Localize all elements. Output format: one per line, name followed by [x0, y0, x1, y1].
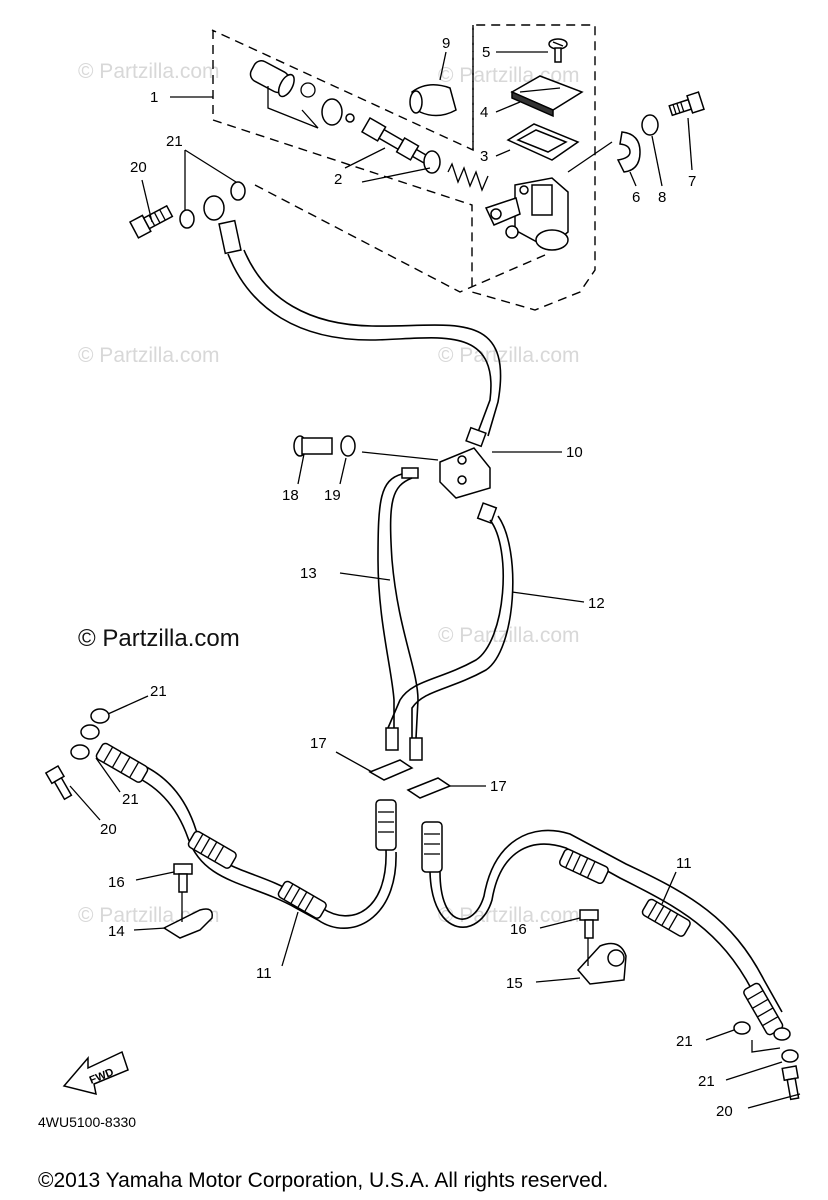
callout-3: 3: [480, 148, 488, 165]
callout-1: 1: [150, 89, 158, 106]
callout-14: 14: [108, 923, 125, 940]
callout-16b: 16: [510, 921, 527, 938]
brake-joint: [439, 447, 562, 499]
brake-pipes: [339, 467, 585, 739]
callout-21e: 21: [698, 1073, 715, 1090]
clamp-and-bolt: [616, 91, 705, 187]
watermarks: © Partzilla.com © Partzilla.com © Partzi…: [78, 60, 580, 927]
union-bolt-top: [128, 149, 246, 239]
reservoir-cover-parts: [495, 38, 584, 161]
watermark: © Partzilla.com: [438, 904, 580, 927]
callout-10: 10: [566, 444, 583, 461]
callout-21c: 21: [122, 791, 139, 808]
watermark: © Partzilla.com: [438, 344, 580, 367]
callout-13: 13: [300, 565, 317, 582]
master-brake-hose: [203, 195, 502, 448]
callout-6: 6: [632, 189, 640, 206]
callout-17b: 17: [490, 778, 507, 795]
callout-9: 9: [442, 35, 450, 52]
watermark: © Partzilla.com: [78, 60, 220, 83]
left-bracket: [133, 863, 213, 939]
cover: [409, 51, 457, 117]
watermark: © Partzilla.com: [78, 344, 220, 367]
callout-8: 8: [658, 189, 666, 206]
callout-19: 19: [324, 487, 341, 504]
callout-11a: 11: [256, 965, 272, 982]
callout-2: 2: [334, 171, 342, 188]
callout-21a: 21: [166, 133, 183, 150]
callout-labels: 1 2 3 4 5 6 7 8 9 10 11 11 12 13 14 15 1…: [100, 35, 733, 1120]
front-right-hose: [421, 821, 801, 1109]
diagram-code: 4WU5100-8330: [38, 1114, 136, 1130]
callout-4: 4: [480, 104, 488, 121]
watermark: © Partzilla.com: [438, 624, 580, 647]
callout-11b: 11: [676, 855, 692, 872]
front-left-hose: [44, 695, 397, 967]
callout-16a: 16: [108, 874, 125, 891]
callout-20a: 20: [130, 159, 147, 176]
callout-20b: 20: [100, 821, 117, 838]
callout-20c: 20: [716, 1103, 733, 1120]
watermark-main: © Partzilla.com: [78, 625, 240, 652]
master-cylinder-kit: [170, 60, 489, 192]
fwd-arrow-icon: FWD: [62, 1050, 129, 1096]
callout-21d: 21: [676, 1033, 693, 1050]
right-bracket: [535, 909, 627, 985]
callout-18: 18: [282, 487, 299, 504]
callout-12: 12: [588, 595, 605, 612]
copyright-notice: ©2013 Yamaha Motor Corporation, U.S.A. A…: [38, 1169, 608, 1192]
callout-5: 5: [482, 44, 490, 61]
callout-17a: 17: [310, 735, 327, 752]
pipe-fittings: [335, 727, 486, 799]
master-cylinder-body: [484, 141, 613, 251]
union-bolt-joint: [293, 435, 439, 485]
callout-21b: 21: [150, 683, 167, 700]
callout-15: 15: [506, 975, 523, 992]
callout-7: 7: [688, 173, 696, 190]
